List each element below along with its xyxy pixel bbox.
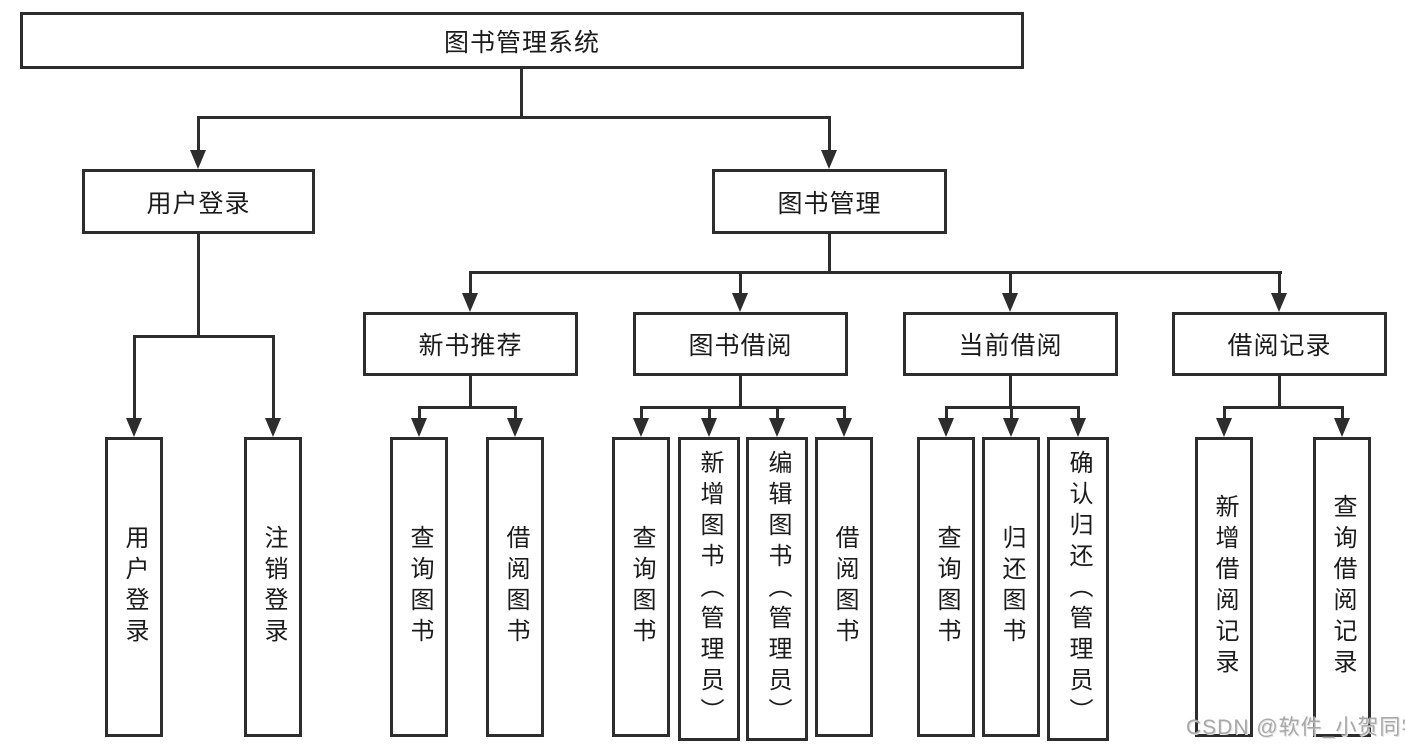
arrow-down-icon bbox=[1002, 293, 1018, 312]
leaf-logout: 注销登录 bbox=[244, 437, 302, 737]
connector-drop-borrow-records bbox=[1278, 271, 1281, 295]
leaf-label: 注销登录 bbox=[260, 525, 287, 649]
leaf-query-books-borrow: 查询图书 bbox=[612, 437, 670, 737]
leaf-label: 借阅图书 bbox=[502, 525, 529, 649]
connector-bookmgmt-stem bbox=[828, 234, 831, 274]
arrow-down-icon bbox=[462, 293, 478, 312]
connector-drop bbox=[640, 406, 643, 420]
arrow-down-icon bbox=[265, 418, 281, 437]
connector-newbook-stem bbox=[469, 376, 472, 409]
arrow-down-icon bbox=[1271, 293, 1287, 312]
connector-drop bbox=[843, 406, 846, 420]
connector-currentborrow-stem bbox=[1009, 376, 1012, 409]
connector-drop-book-management bbox=[828, 116, 831, 152]
leaf-label: 新增图书（管理员） bbox=[696, 449, 723, 729]
arrow-down-icon bbox=[411, 418, 427, 437]
arrow-down-icon bbox=[732, 293, 748, 312]
connector-borrowrecords-crossbar bbox=[1223, 406, 1344, 409]
connector-drop-leaf-logout bbox=[272, 335, 275, 419]
connector-drop-leaf-login bbox=[133, 335, 136, 419]
arrow-down-icon bbox=[938, 418, 954, 437]
node-current-borrow: 当前借阅 bbox=[903, 312, 1118, 376]
leaf-edit-books-admin: 编辑图书（管理员） bbox=[746, 437, 808, 741]
arrow-down-icon bbox=[1003, 418, 1019, 437]
arrow-down-icon bbox=[701, 418, 717, 437]
leaf-add-borrow-record: 新增借阅记录 bbox=[1195, 437, 1253, 737]
leaf-label: 查询图书 bbox=[406, 525, 433, 649]
leaf-query-books-recommend: 查询图书 bbox=[390, 437, 448, 737]
leaf-label: 确认归还（管理员） bbox=[1065, 449, 1092, 729]
connector-drop bbox=[1010, 406, 1013, 420]
leaf-query-borrow-record: 查询借阅记录 bbox=[1313, 437, 1371, 737]
node-root: 图书管理系统 bbox=[20, 12, 1024, 69]
leaf-label: 新增借阅记录 bbox=[1211, 494, 1238, 680]
leaf-label: 用户登录 bbox=[121, 525, 148, 649]
connector-drop bbox=[708, 406, 711, 420]
arrow-down-icon bbox=[190, 150, 206, 169]
connector-drop-user-login bbox=[197, 116, 200, 152]
leaf-borrow-books-recommend: 借阅图书 bbox=[486, 437, 544, 737]
connector-bookmgmt-crossbar bbox=[469, 271, 1282, 274]
connector-bookborrow-crossbar bbox=[640, 406, 846, 409]
csdn-watermark: CSDN @软件_小贺同学 bbox=[1186, 716, 1405, 739]
connector-drop bbox=[776, 406, 779, 420]
connector-drop-current-borrow bbox=[1009, 271, 1012, 295]
node-user-login: 用户登录 bbox=[82, 169, 315, 234]
arrow-down-icon bbox=[1216, 418, 1232, 437]
leaf-label: 查询图书 bbox=[933, 525, 960, 649]
connector-root-crossbar bbox=[197, 116, 831, 119]
connector-drop-book-borrow bbox=[739, 271, 742, 295]
arrow-down-icon bbox=[769, 418, 785, 437]
leaf-label: 查询借阅记录 bbox=[1329, 494, 1356, 680]
connector-drop bbox=[1341, 406, 1344, 420]
node-borrow-records: 借阅记录 bbox=[1172, 312, 1387, 376]
connector-newbook-crossbar bbox=[418, 406, 517, 409]
arrow-down-icon bbox=[507, 418, 523, 437]
connector-borrowrecords-stem bbox=[1278, 376, 1281, 409]
leaf-user-login: 用户登录 bbox=[105, 437, 163, 737]
leaf-query-books-current: 查询图书 bbox=[917, 437, 975, 737]
connector-drop bbox=[1223, 406, 1226, 420]
connector-userlogin-stem bbox=[197, 234, 200, 337]
arrow-down-icon bbox=[1070, 418, 1086, 437]
node-book-management: 图书管理 bbox=[712, 169, 947, 234]
arrow-down-icon bbox=[126, 418, 142, 437]
arrow-down-icon bbox=[1334, 418, 1350, 437]
connector-bookborrow-stem bbox=[739, 376, 742, 409]
connector-drop bbox=[418, 406, 421, 420]
leaf-borrow-books: 借阅图书 bbox=[815, 437, 873, 737]
connector-drop-new-book bbox=[469, 271, 472, 295]
connector-drop bbox=[945, 406, 948, 420]
leaf-confirm-return-admin: 确认归还（管理员） bbox=[1047, 437, 1109, 741]
node-new-book-recommend: 新书推荐 bbox=[363, 312, 578, 376]
connector-userlogin-crossbar bbox=[133, 335, 275, 338]
arrow-down-icon bbox=[821, 150, 837, 169]
arrow-down-icon bbox=[836, 418, 852, 437]
connector-drop bbox=[514, 406, 517, 420]
arrow-down-icon bbox=[633, 418, 649, 437]
connector-drop bbox=[1077, 406, 1080, 420]
connector-root-stem bbox=[520, 67, 523, 118]
leaf-return-books: 归还图书 bbox=[982, 437, 1040, 737]
leaf-label: 编辑图书（管理员） bbox=[764, 449, 791, 729]
node-book-borrow: 图书借阅 bbox=[633, 312, 848, 376]
leaf-label: 借阅图书 bbox=[831, 525, 858, 649]
leaf-label: 归还图书 bbox=[998, 525, 1025, 649]
leaf-label: 查询图书 bbox=[628, 525, 655, 649]
leaf-add-books-admin: 新增图书（管理员） bbox=[678, 437, 740, 741]
